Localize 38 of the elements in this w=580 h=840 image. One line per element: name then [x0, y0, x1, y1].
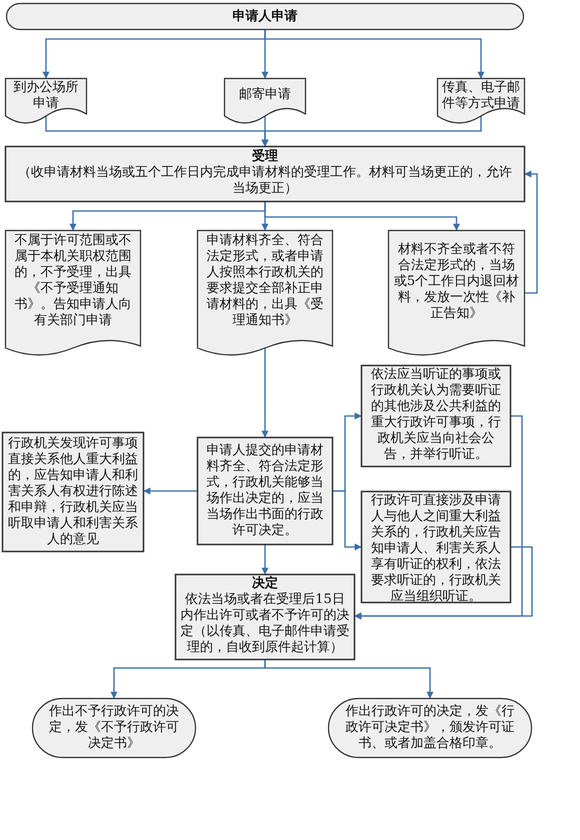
document-box [197, 230, 333, 356]
node-text: 申请人提交的申请材料齐全、符合法定形式，行政机关能够当场作出决定的，应当当场作出书面的行政许可决定。 [206, 443, 324, 539]
arrow [524, 170, 538, 294]
node-heading: 受理 [252, 149, 278, 165]
process-box [197, 437, 333, 545]
arrow [262, 545, 268, 575]
arrow [354, 546, 533, 620]
node-text: （收申请材料当场或五个工作日内完成申请材料的受理工作。材料可当场更正的，允许当场更正） [17, 165, 513, 197]
arrow [262, 348, 268, 438]
arrow [262, 116, 482, 147]
document-box [388, 230, 525, 356]
arrow [264, 30, 484, 79]
node-text: 传真、电子邮件等方式申请 [441, 80, 521, 112]
node-text: 行政机关发现许可事项直接关系他人重大利益的，应告知申请人和利害关系人有权进行陈述和申辩，行政机关应当听取申请人和利害关系人的意见 [7, 436, 139, 548]
node-text: 作出不予行政许可的决定，发《不予行政许可决定书》 [48, 704, 180, 752]
arrow [143, 488, 197, 494]
terminal-box [6, 3, 524, 30]
arrow [333, 490, 362, 550]
node-text: 邮寄申请 [239, 87, 291, 103]
node-text: 作出行政许可的决定，发《行政许可决定书》，颁发许可证书、或者加盖合格印章。 [344, 704, 516, 752]
document-box [437, 78, 525, 124]
process-box [361, 365, 511, 467]
node-text: 申请材料齐全、符合法定形式，或者申请人按照本行政机关的要求提交全部补正申请材料的，出具《受理通知书》 [206, 233, 324, 329]
node-text: 依法应当听证的事项或行政机关认为需要听证的其他涉及公共利益的重大行政许可事项，行政机关应当向社会公告，并举行听证。 [370, 367, 502, 463]
process-box [175, 574, 355, 660]
arrow [264, 660, 434, 699]
node-text: 到办公场所申请 [12, 80, 80, 112]
arrow [264, 202, 460, 231]
document-box [5, 78, 87, 124]
node-text: 不属于许可范围或不属于本机关职权范围的，不予受理，出具《不予受理通知书》。告知申请人向有关部门申请 [14, 233, 132, 329]
node-text: 行政许可直接涉及申请人与他人之间重大利益关系的，行政机关应告知申请人、利害关系人享有听证的权利，依法要求听证的，行政机关应当组织听证。 [370, 493, 502, 605]
node-text: 申请人申请 [232, 8, 298, 24]
document-box [224, 78, 306, 124]
node-text: 材料不齐全或者不符合法定形式的，当场或5个工作日内退回材料，发放一次性《补正告知》 [392, 242, 520, 322]
node-heading: 决定 [252, 576, 278, 592]
process-box [5, 146, 525, 202]
document-box [5, 230, 141, 356]
node-text: 依法当场或者在受理后15日内作出许可或者不予许可的决定（以传真、电子邮件申请受理的，自收到原件起计算） [180, 592, 350, 656]
